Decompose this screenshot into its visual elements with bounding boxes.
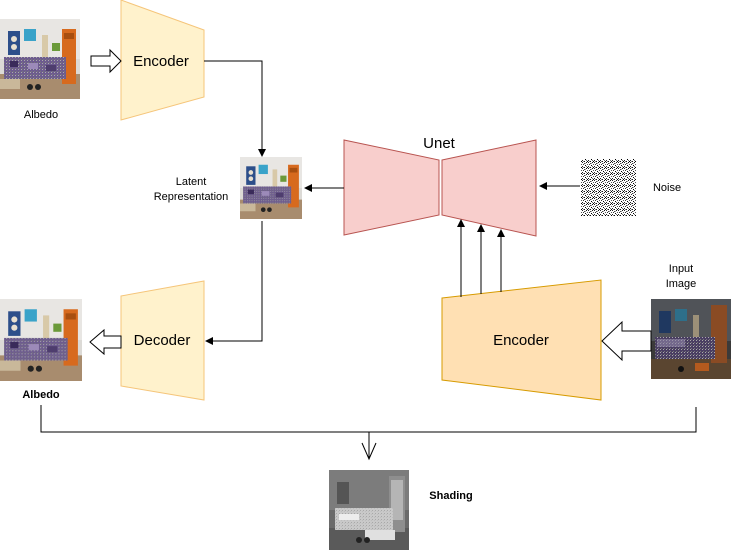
encoder-bottom-block (441, 279, 602, 401)
latent-label-line2: Representation (154, 191, 229, 203)
decoder-block (120, 280, 205, 401)
unet-right-half (441, 139, 537, 237)
noise-image (581, 159, 636, 216)
encoder-top-block (120, 0, 205, 121)
latent-to-decoder-line (205, 221, 263, 345)
input-image-label-line1: Input (669, 263, 693, 275)
unet-left-half (343, 139, 440, 236)
latent-label-line1: Latent (176, 176, 207, 188)
albedo-output-image (0, 299, 82, 381)
latent-representation-image (240, 157, 302, 219)
encoder-bottom-label: Encoder (493, 332, 549, 349)
noise-label: Noise (653, 182, 681, 194)
input-image-label-line2: Image (666, 278, 697, 290)
albedo-to-shading-line (40, 405, 697, 433)
albedo-input-label: Albedo (24, 109, 58, 121)
input-to-encoder-arrow (601, 320, 652, 362)
encoder-top-label: Encoder (133, 53, 189, 70)
input-image (651, 299, 731, 379)
unet-label: Unet (423, 135, 456, 152)
shading-image (329, 470, 409, 550)
albedo-input-image (0, 19, 80, 99)
encoder-to-latent-line (204, 60, 266, 157)
albedo-to-encoder-arrow (90, 48, 122, 74)
albedo-output-label: Albedo (22, 389, 60, 401)
decoder-to-albedo-arrow (89, 328, 122, 356)
decoder-label: Decoder (134, 332, 191, 349)
shading-label: Shading (429, 490, 472, 502)
